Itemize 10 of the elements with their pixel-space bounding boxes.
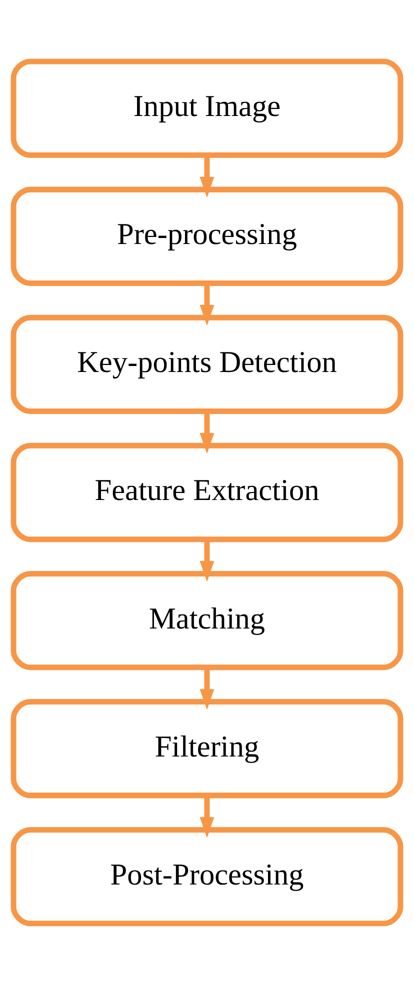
node-box: Filtering [10, 698, 404, 798]
node-box: Pre-processing [10, 186, 404, 286]
node-box: Matching [10, 570, 404, 670]
node-box: Post-Processing [10, 826, 404, 926]
arrow [200, 154, 214, 198]
node-box: Key-points Detection [10, 314, 404, 414]
node-box: Feature Extraction [10, 442, 404, 542]
arrow [200, 667, 214, 710]
node-box: Input Image [10, 58, 404, 158]
arrow [200, 795, 214, 838]
